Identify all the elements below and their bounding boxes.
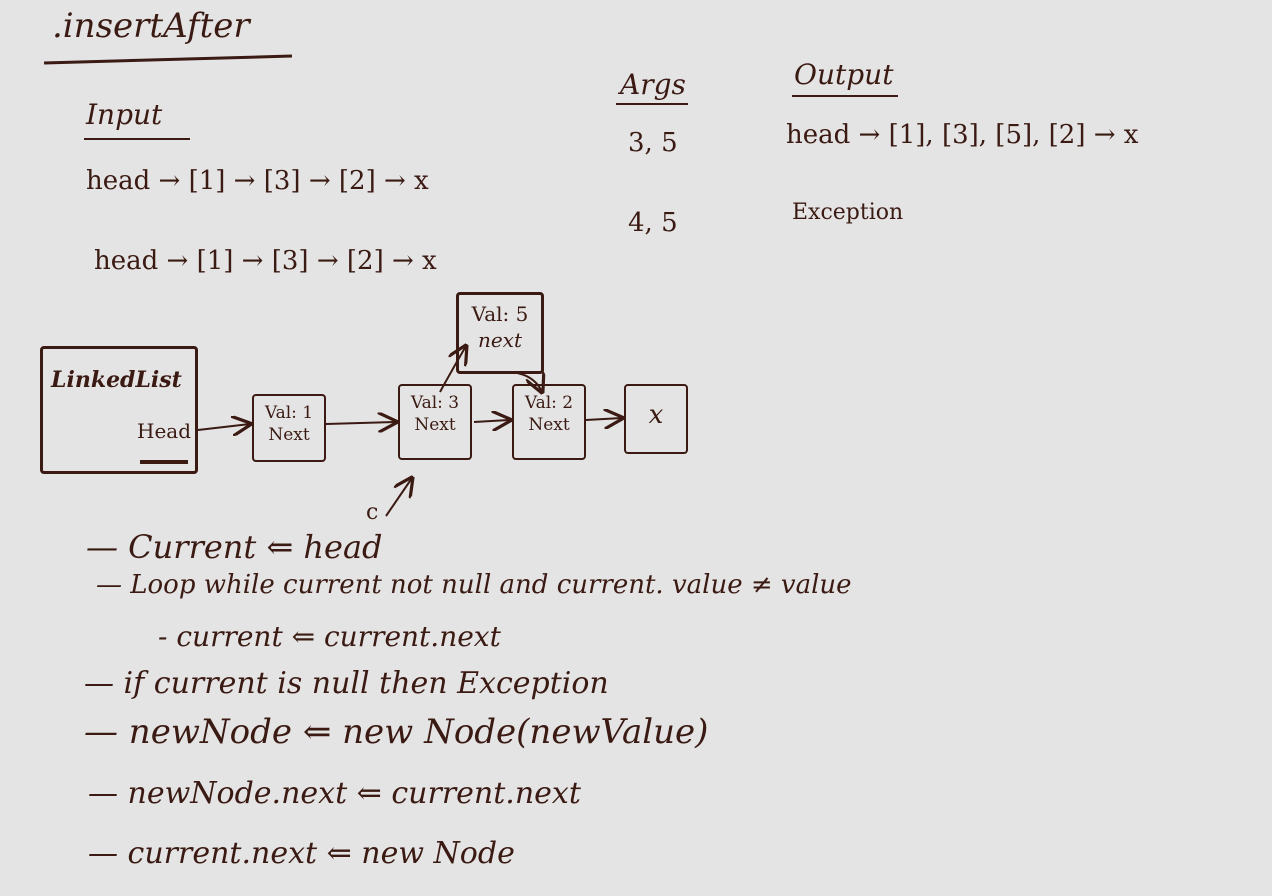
step-3: - current ⇐ current.next — [158, 620, 501, 653]
row-2-input: head → [1] → [3] → [2] → x — [94, 246, 437, 276]
node-1-val: Val: 1 — [264, 403, 314, 423]
node-2-next: Next — [528, 415, 570, 435]
step-1: — Current ⇐ head — [86, 528, 383, 566]
new-node-val: Val: 5 — [471, 302, 529, 326]
header-input-underline — [84, 138, 190, 140]
arrow-node1-to-node3 — [325, 422, 396, 424]
linkedlist-label: LinkedList — [51, 367, 182, 393]
new-node: Val: 5 next — [456, 292, 544, 374]
step-6: — newNode.next ⇐ current.next — [88, 776, 581, 811]
node-3: Val: 3 Next — [398, 384, 472, 460]
step-2: — Loop while current not null and curren… — [96, 570, 852, 600]
head-label: Head — [137, 419, 192, 443]
arrow-node3-to-node2 — [473, 420, 510, 422]
arrow-head-to-node1 — [197, 424, 250, 430]
row-1-input: head → [1] → [3] → [2] → x — [86, 166, 429, 196]
row-2-args: 4, 5 — [628, 208, 678, 238]
header-args-underline — [616, 103, 688, 105]
arrow-node2-to-terminal — [585, 418, 622, 420]
arrow-pointer-c — [385, 478, 412, 517]
node-1-next: Next — [268, 425, 310, 445]
new-node-next: next — [477, 328, 523, 352]
row-1-args: 3, 5 — [628, 128, 678, 158]
row-1-output: head → [1], [3], [5], [2] → x — [786, 120, 1139, 150]
linkedlist-box: LinkedList Head — [40, 346, 198, 474]
header-args: Args — [620, 68, 686, 101]
node-3-next: Next — [414, 415, 456, 435]
node-2: Val: 2 Next — [512, 384, 586, 460]
step-4: — if current is null then Exception — [84, 666, 609, 701]
node-3-val: Val: 3 — [410, 393, 460, 413]
step-7: — current.next ⇐ new Node — [88, 836, 515, 871]
terminal-node: x — [624, 384, 688, 454]
page-title: .insertAfter — [52, 6, 250, 46]
arrow-node3-to-newnode — [439, 346, 466, 393]
step-5: — newNode ⇐ new Node(newValue) — [84, 712, 709, 752]
pointer-label: c — [366, 500, 379, 525]
row-2-output: Exception — [792, 200, 904, 225]
header-output: Output — [794, 58, 894, 91]
header-output-underline — [792, 95, 898, 97]
node-2-val: Val: 2 — [524, 393, 574, 413]
header-input: Input — [86, 98, 163, 131]
arrow-newnode-to-node2 — [509, 371, 542, 392]
